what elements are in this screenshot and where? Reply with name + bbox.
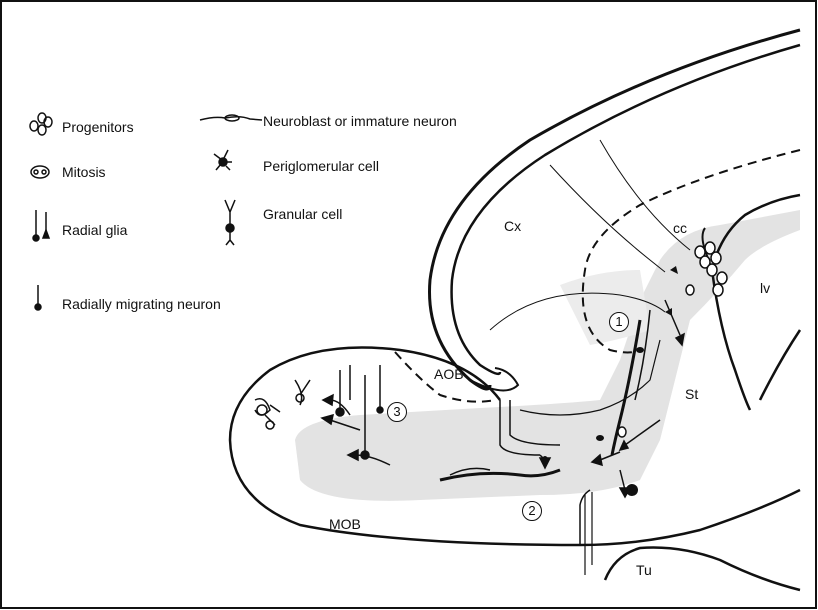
legend-radial-glia-label: Radial glia	[62, 222, 127, 238]
region-tu-label: Tu	[636, 562, 652, 578]
tuberculum-stem	[585, 492, 592, 575]
legend-granular-label: Granular cell	[263, 206, 342, 222]
legend-periglomerular-label: Periglomerular cell	[263, 158, 379, 174]
legend-mitosis-icon	[31, 166, 49, 178]
legend-neuroblast-icon	[200, 115, 262, 121]
tuberculum-outline	[605, 548, 800, 591]
legend-icons	[30, 113, 262, 310]
cortical-fibre-1	[550, 165, 665, 272]
region-lv-label: lv	[760, 280, 770, 296]
legend-mitosis-label: Mitosis	[62, 164, 106, 180]
legend-periglomerular-icon	[214, 150, 232, 170]
region-cc-label: cc	[673, 220, 687, 236]
pathway-1-marker: 1	[609, 312, 629, 332]
region-mob-label: MOB	[329, 516, 361, 532]
pathway-2-marker: 2	[522, 501, 542, 521]
region-cx-label: Cx	[504, 218, 521, 234]
legend-radially-migrating-icon	[35, 285, 41, 310]
legend-progenitors-label: Progenitors	[62, 119, 134, 135]
region-aob-label: AOB	[434, 366, 464, 382]
legend-progenitors-icon	[30, 113, 52, 135]
legend-radial-glia-icon	[33, 210, 49, 241]
legend-neuroblast-label: Neuroblast or immature neuron	[263, 113, 457, 129]
pathway-3-marker: 3	[387, 402, 407, 422]
legend-granular-icon	[225, 200, 235, 245]
region-st-label: St	[685, 386, 698, 402]
legend-radially-migrating-label: Radially migrating neuron	[62, 296, 221, 312]
